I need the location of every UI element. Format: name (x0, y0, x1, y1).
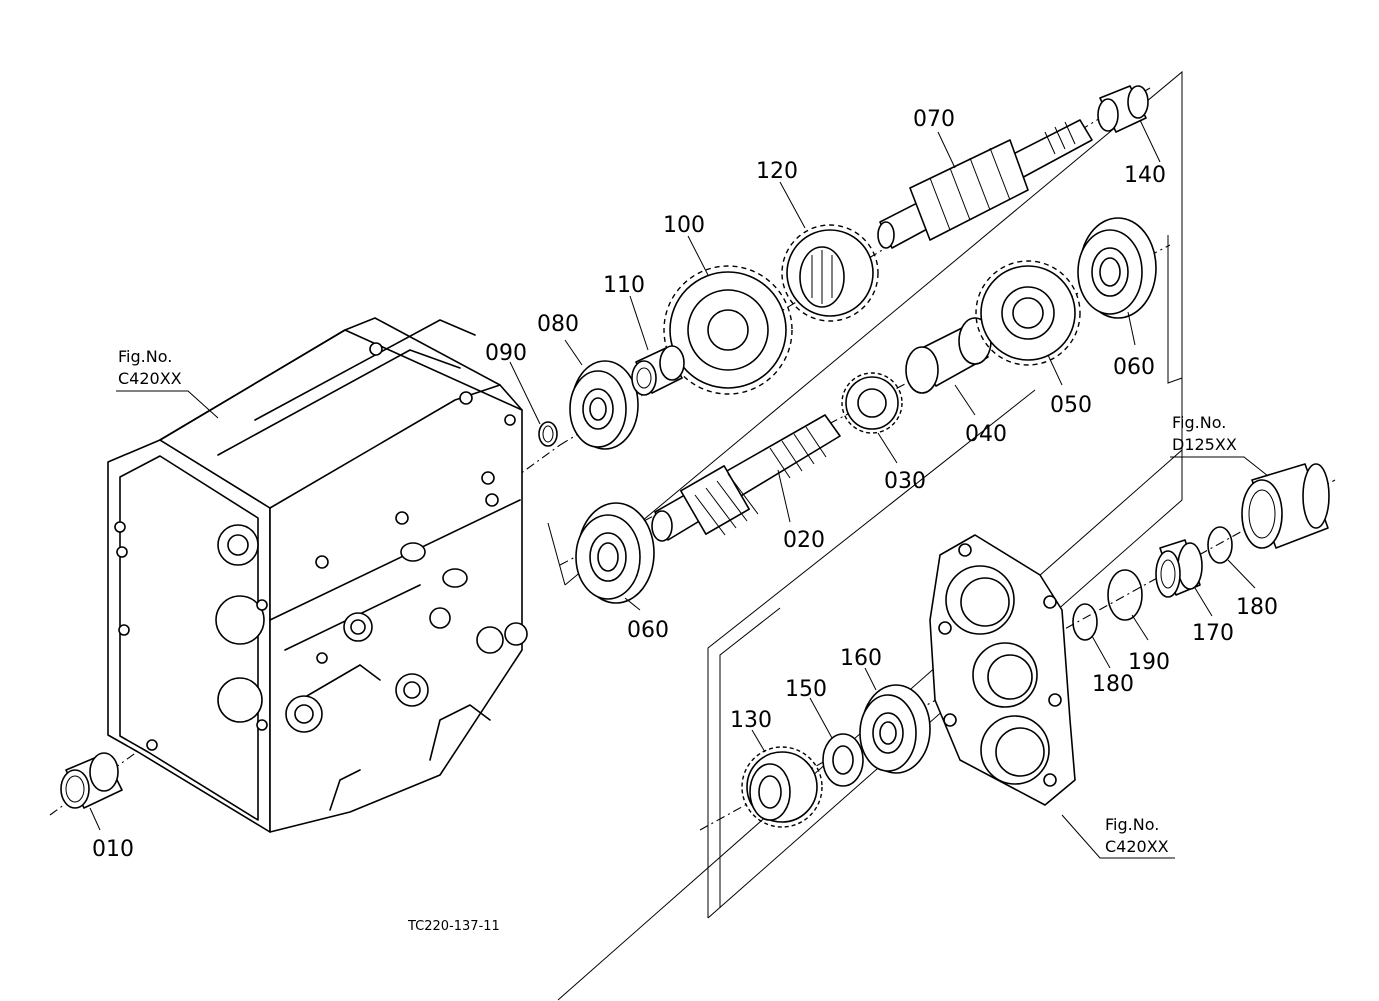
drawing-code: TC220-137-11 (407, 919, 500, 934)
part-number: 050 (1050, 393, 1092, 418)
part-number: 080 (537, 312, 579, 337)
part-040-collar (905, 317, 992, 394)
part-170-needle-bearing (1155, 539, 1203, 598)
part-number: 130 (730, 708, 772, 733)
part-160-bearing (859, 684, 931, 774)
figure-ref-sleeve: Fig.No. D125XX (1170, 413, 1269, 477)
part-110-needle-bearing (631, 345, 685, 396)
cover-housing (929, 534, 1076, 806)
part-number: 170 (1192, 621, 1234, 646)
part-number: 120 (756, 159, 798, 184)
part-080-bearing (569, 360, 639, 450)
part-060-bearing-lower (575, 502, 655, 604)
part-090-snap-ring (538, 421, 558, 447)
part-number: 180 (1092, 672, 1134, 697)
part-number: 020 (783, 528, 825, 553)
part-number: 150 (785, 677, 827, 702)
part-number: 040 (965, 422, 1007, 447)
part-060-bearing-upper (1077, 217, 1157, 319)
part-100-gear (663, 265, 793, 395)
part-number: 010 (92, 837, 134, 862)
part-number: 140 (1124, 163, 1166, 188)
part-190-circlip (1107, 569, 1143, 621)
part-number: 070 (913, 107, 955, 132)
part-130-gear (741, 746, 823, 828)
figure-ref-title: Fig.No. (118, 347, 172, 366)
part-number: 100 (663, 213, 705, 238)
figure-ref-case: Fig.No. C420XX (116, 347, 219, 419)
part-180-snap-ring-upper (1207, 526, 1233, 564)
figure-ref-code: D125XX (1172, 435, 1237, 454)
part-150-thrust-washer (822, 733, 864, 787)
part-140-needle-bearing (1097, 85, 1149, 133)
figure-ref-cover: Fig.No. C420XX (1061, 814, 1175, 859)
part-number: 190 (1128, 650, 1170, 675)
part-120-gear (781, 224, 879, 322)
part-number: 110 (603, 273, 645, 298)
figure-ref-title: Fig.No. (1172, 413, 1226, 432)
transmission-case (107, 317, 528, 833)
part-030-gear (841, 372, 903, 434)
part-number: 090 (485, 341, 527, 366)
part-number: 180 (1236, 595, 1278, 620)
part-050-gear (975, 260, 1081, 366)
figure-ref-title: Fig.No. (1105, 815, 1159, 834)
part-010-bushing (60, 752, 123, 809)
part-number: 060 (627, 618, 669, 643)
part-callouts: 010 020 030 040 050 060 060 070 080 090 … (89, 107, 1278, 862)
figure-ref-code: C420XX (118, 369, 182, 388)
part-020-shaft (651, 414, 841, 542)
part-number: 030 (884, 469, 926, 494)
figure-ref-code: C420XX (1105, 837, 1169, 856)
part-number: 160 (840, 646, 882, 671)
part-number: 060 (1113, 355, 1155, 380)
part-180-snap-ring-lower (1072, 603, 1098, 641)
ref-sleeve-d125xx (1241, 463, 1330, 549)
part-070-shaft (877, 119, 1093, 249)
